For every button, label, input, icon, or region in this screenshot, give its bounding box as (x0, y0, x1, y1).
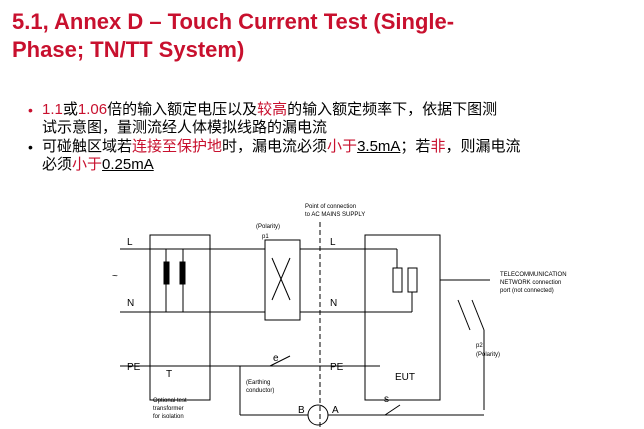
voltage-factor-2: 1.06 (77, 101, 108, 118)
earthing-label-1: (Earthing (246, 380, 270, 386)
n-label-left: N (127, 298, 134, 309)
bullet-item-2: • 可碰触区域若连接至保护地时，漏电流必须小于3.5mA；若非，则漏电流 必须小… (28, 138, 630, 174)
text-less-than: 小于 (327, 138, 358, 155)
bullet-list: • 1.1或1.06倍的输入额定电压以及较高的输入额定频率下，依据下图测 试示意… (28, 101, 630, 175)
ac-source-tilde: ~ (112, 271, 118, 282)
source-box (149, 234, 211, 401)
text-must: 必须 (42, 156, 73, 173)
text-if: ；若 (400, 138, 431, 155)
pe-label-right: PE (330, 362, 344, 373)
text-then-leakage: ，则漏电流 (445, 138, 521, 155)
eut-label: EUT (395, 372, 415, 383)
eut-component-2-icon (407, 267, 418, 293)
slide-title: 5.1, Annex D – Touch Current Test (Singl… (12, 8, 612, 64)
t-label: T (166, 369, 172, 380)
p2-switch-arm-icon (457, 299, 471, 331)
bullet-item-1: • 1.1或1.06倍的输入额定电压以及较高的输入额定频率下，依据下图测 试示意… (28, 101, 630, 137)
title-line-1: 5.1, Annex D – Touch Current Test (Singl… (12, 9, 455, 34)
optional-label-1: Optional test (153, 398, 187, 404)
switch-s-icon (384, 404, 401, 416)
l-label-right: L (330, 237, 336, 248)
e-label: e (273, 353, 279, 364)
p1-label: p1 (262, 234, 269, 240)
text-or: 或 (62, 101, 78, 118)
bullet-marker-icon: • (28, 139, 33, 155)
limit-3-5ma: 3.5mA (357, 138, 401, 155)
telecom-label-3: port (not connected) (500, 288, 554, 294)
a-label: A (332, 405, 339, 416)
bullet-2-line-2: 必须小于0.25mA (42, 156, 630, 174)
ac-mains-label: to AC MAINS SUPPLY (305, 212, 365, 218)
text-accessible-area: 可碰触区域若 (42, 138, 133, 155)
limit-0-25ma: 0.25mA (102, 156, 154, 173)
text-less-than-2: 小于 (72, 156, 103, 173)
telecom-label-1: TELECOMMUNICATION (500, 272, 567, 278)
measuring-instrument-icon (307, 404, 329, 426)
b-label: B (298, 405, 305, 416)
voltage-factor-1: 1.1 (42, 101, 63, 118)
text-leakage-must: 时，漏电流必须 (222, 138, 328, 155)
eut-box (364, 234, 441, 401)
transformer-winding-left-icon (163, 261, 170, 285)
bullet-2-line-1: 可碰触区域若连接至保护地时，漏电流必须小于3.5mA；若非，则漏电流 (42, 138, 630, 156)
polarity-right-label: (Polarity) (476, 352, 500, 358)
telecom-label-2: NETWORK connection (500, 280, 561, 286)
text-rated-voltage: 倍的输入额定电压以及 (107, 101, 258, 118)
bullet-1-line-1: 1.1或1.06倍的输入额定电压以及较高的输入额定频率下，依据下图测 (42, 101, 630, 119)
eut-component-1-icon (392, 267, 403, 293)
polarity-top-label: (Polarity) (256, 224, 280, 230)
transformer-winding-right-icon (179, 261, 186, 285)
text-connected-pe: 连接至保护地 (132, 138, 223, 155)
pe-label-left: PE (127, 362, 141, 373)
text-rated-frequency: 的输入额定频率下，依据下图测 (287, 101, 498, 118)
l-label-left: L (127, 237, 133, 248)
bullet-1-line-2: 试示意图，量测流经人体模拟线路的漏电流 (42, 119, 328, 136)
s-label: s (384, 394, 389, 405)
title-line-2: Phase; TN/TT System) (12, 37, 245, 62)
polarity-switch-p1-box (264, 239, 301, 321)
bullet-marker-icon: • (28, 102, 33, 118)
p2-switch-arm-2-icon (471, 299, 485, 331)
point-connection-label: Point of connection (305, 204, 356, 210)
polarity-p1-cross-2 (271, 257, 291, 301)
p2-label: p2 (476, 343, 483, 349)
touch-current-test-diagram: Point of connection to AC MAINS SUPPLY (… (112, 204, 567, 429)
text-not: 非 (430, 138, 446, 155)
optional-label-2: transformer (153, 406, 184, 412)
n-label-right: N (330, 298, 337, 309)
earthing-label-2: conductor) (246, 388, 274, 394)
text-higher: 较高 (257, 101, 288, 118)
optional-label-3: for isolation (153, 414, 184, 420)
earthing-switch-icon (269, 355, 291, 367)
